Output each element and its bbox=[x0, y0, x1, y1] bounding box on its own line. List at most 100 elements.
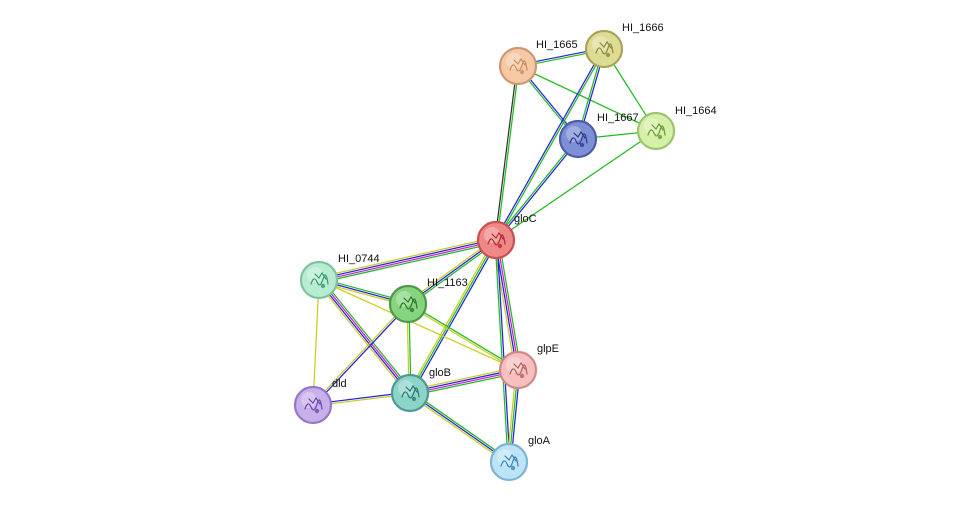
edge-evidence-line bbox=[318, 236, 496, 278]
node-highlight bbox=[301, 392, 317, 408]
node-highlight bbox=[644, 118, 660, 134]
edge-HI_1666-gloC[interactable] bbox=[494, 48, 606, 241]
node-HI_1664[interactable]: HI_1664 bbox=[636, 105, 717, 151]
edge-HI_1665-HI_1664[interactable] bbox=[517, 65, 657, 132]
protein-structure-dot bbox=[314, 408, 320, 414]
node-HI_1665[interactable]: HI_1665 bbox=[498, 39, 578, 86]
edge-evidence-line bbox=[496, 239, 511, 462]
node-highlight bbox=[307, 267, 323, 283]
edge-evidence-line bbox=[319, 279, 412, 393]
node-highlight bbox=[484, 227, 500, 243]
edge-evidence-line bbox=[410, 390, 511, 461]
edge-evidence-line bbox=[494, 240, 509, 463]
edge-evidence-line bbox=[496, 139, 580, 241]
edge-HI_1665-gloC[interactable] bbox=[494, 65, 520, 241]
edge-HI_1664-gloC[interactable] bbox=[495, 130, 657, 241]
node-label: HI_0744 bbox=[338, 253, 380, 265]
node-glpE[interactable]: glpE bbox=[498, 343, 559, 390]
protein-structure-icon bbox=[401, 384, 420, 399]
node-HI_1666[interactable]: HI_1666 bbox=[584, 22, 664, 69]
edge-evidence-line bbox=[494, 48, 604, 240]
node-bubble bbox=[388, 284, 428, 324]
edge-evidence-line bbox=[496, 239, 520, 370]
edge-evidence-line bbox=[409, 392, 510, 463]
edge-HI_0744-glpE[interactable] bbox=[318, 279, 519, 371]
protein-structure-dot bbox=[519, 373, 525, 379]
edge-evidence-line bbox=[407, 304, 518, 372]
protein-structure-icon bbox=[399, 295, 418, 310]
edge-evidence-line bbox=[407, 238, 495, 393]
edge-evidence-line bbox=[317, 280, 410, 394]
node-label: gloC bbox=[514, 213, 537, 225]
node-dld[interactable]: dld bbox=[293, 378, 347, 425]
node-HI_0744[interactable]: HI_0744 bbox=[299, 253, 380, 300]
edge-gloC-gloB[interactable] bbox=[407, 238, 499, 395]
node-bubble bbox=[558, 119, 598, 159]
protein-structure-dot bbox=[497, 243, 503, 249]
node-HI_1667[interactable]: HI_1667 bbox=[558, 112, 639, 159]
protein-structure-icon bbox=[595, 40, 614, 55]
edge-evidence-line bbox=[496, 66, 520, 241]
edge-HI_1667-gloC[interactable] bbox=[494, 138, 580, 241]
edge-evidence-line bbox=[494, 138, 578, 240]
edge-evidence-line bbox=[408, 302, 519, 370]
node-gloC[interactable]: gloC bbox=[476, 213, 537, 260]
edge-evidence-line bbox=[318, 238, 496, 280]
node-highlight bbox=[592, 36, 608, 52]
protein-structure-dot bbox=[605, 52, 611, 58]
node-highlight bbox=[497, 449, 513, 465]
edge-evidence-line bbox=[408, 394, 509, 465]
edge-evidence-line bbox=[319, 242, 497, 284]
node-bubble bbox=[498, 350, 538, 390]
protein-structure-icon bbox=[569, 130, 588, 145]
edge-evidence-line bbox=[411, 240, 499, 395]
node-HI_1163[interactable]: HI_1163 bbox=[388, 277, 468, 324]
edge-evidence-line bbox=[319, 240, 497, 282]
protein-structure-icon bbox=[310, 271, 329, 286]
node-gloA[interactable]: gloA bbox=[489, 435, 551, 482]
node-label: glpE bbox=[537, 343, 559, 355]
protein-structure-dot bbox=[510, 465, 516, 471]
edge-gloC-glpE[interactable] bbox=[492, 239, 522, 371]
node-bubble bbox=[498, 46, 538, 86]
node-bubble bbox=[476, 220, 516, 260]
node-label: gloA bbox=[528, 435, 551, 447]
node-label: HI_1665 bbox=[536, 39, 578, 51]
edge-HI_0744-dld[interactable] bbox=[312, 279, 320, 406]
node-gloB[interactable]: gloB bbox=[390, 367, 451, 413]
edge-gloC-HI_0744[interactable] bbox=[318, 236, 497, 284]
node-label: dld bbox=[332, 378, 347, 390]
edge-HI_1163-dld[interactable] bbox=[311, 302, 410, 407]
edge-evidence-line bbox=[320, 277, 413, 392]
protein-structure-dot bbox=[411, 396, 417, 402]
edge-evidence-line bbox=[311, 302, 408, 405]
protein-structure-dot bbox=[320, 283, 326, 289]
protein-structure-dot bbox=[579, 142, 585, 148]
node-bubble bbox=[584, 29, 624, 69]
edge-HI_0744-gloB[interactable] bbox=[316, 277, 413, 396]
protein-structure-dot bbox=[657, 134, 663, 140]
node-label: HI_1666 bbox=[622, 22, 664, 34]
protein-structure-icon bbox=[500, 453, 519, 468]
node-bubble bbox=[390, 373, 430, 413]
edge-evidence-line bbox=[496, 49, 606, 241]
edge-gloC-gloA[interactable] bbox=[494, 239, 511, 463]
node-highlight bbox=[396, 291, 412, 307]
node-bubble bbox=[299, 260, 339, 300]
edge-evidence-line bbox=[498, 239, 522, 370]
node-bubble bbox=[489, 442, 529, 482]
node-label: HI_1163 bbox=[427, 277, 468, 289]
protein-structure-icon bbox=[647, 122, 666, 137]
node-highlight bbox=[506, 53, 522, 69]
node-highlight bbox=[566, 126, 582, 142]
node-label: HI_1667 bbox=[597, 112, 639, 124]
node-bubble bbox=[293, 385, 333, 425]
edge-HI_1163-glpE[interactable] bbox=[407, 302, 519, 372]
protein-structure-icon bbox=[487, 231, 506, 246]
node-highlight bbox=[398, 380, 414, 396]
edge-gloB-gloA[interactable] bbox=[408, 390, 511, 465]
protein-structure-icon bbox=[509, 57, 528, 72]
